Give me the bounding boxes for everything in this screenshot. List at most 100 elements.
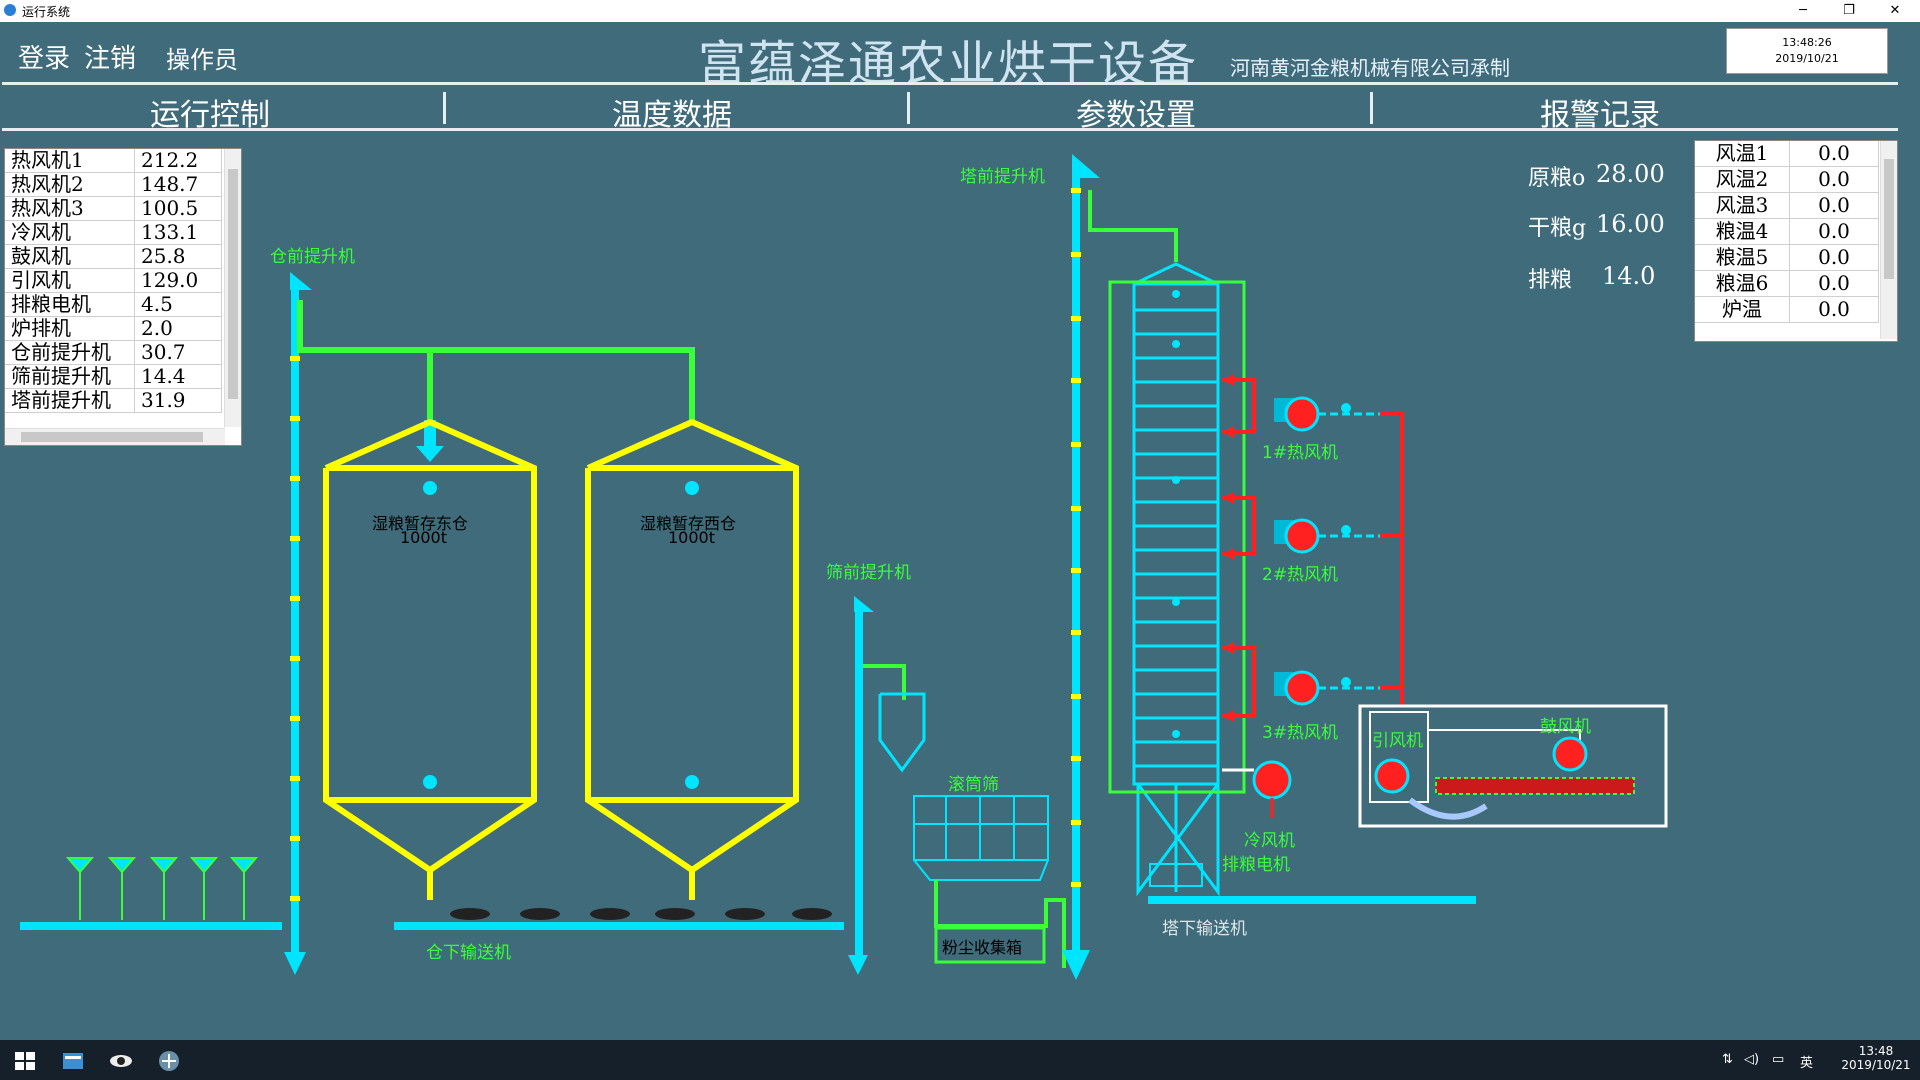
under-tower-conveyor[interactable] [1148, 896, 1476, 904]
vertical-scrollbar[interactable] [224, 149, 241, 427]
horizontal-scrollbar[interactable] [5, 428, 225, 445]
taskbar: ⇅ ◁) ▭ 英 13:48 2019/10/21 [0, 1040, 1920, 1080]
under-tower-conveyor-label: 塔下输送机 [1162, 919, 1247, 939]
fan2-label: 2#热风机 [1262, 565, 1339, 585]
close-button[interactable]: ✕ [1889, 3, 1901, 18]
windows-start-icon[interactable] [12, 1048, 38, 1074]
tray-date: 2019/10/21 [1841, 1058, 1911, 1072]
drum-screen[interactable] [913, 795, 1049, 881]
dust-collection-box[interactable] [934, 926, 1046, 964]
nav-separator [1370, 92, 1373, 124]
login-button[interactable]: 登录 [18, 44, 71, 74]
screen-outlet-pipe [934, 880, 1066, 968]
discharge-label: 排粮 [1528, 268, 1573, 293]
under-bin-conveyor[interactable] [394, 922, 844, 930]
minimize-button[interactable]: ─ [1799, 3, 1807, 18]
motor-name: 鼓风机 [5, 244, 135, 269]
dryer-tower[interactable] [1132, 262, 1220, 897]
east-bin-label: 湿粮暂存东仓 [372, 514, 469, 533]
tray-time: 13:48 [1858, 1044, 1894, 1058]
intake-conveyor[interactable] [20, 922, 282, 930]
motor-current: 133.1 [134, 220, 222, 245]
eye-icon[interactable] [108, 1048, 134, 1074]
temp-name: 粮温6 [1695, 270, 1790, 297]
hot-air-fan-2[interactable] [1274, 518, 1380, 554]
dry-grain-label: 干粮 [1528, 216, 1573, 241]
temp-value: 0.0 [1789, 296, 1879, 323]
hot-air-fan-3[interactable] [1274, 670, 1380, 706]
tray-clock[interactable]: 13:48 2019/10/21 [1836, 1044, 1916, 1072]
screen-feed-pipe [863, 664, 906, 700]
screen-elevator[interactable] [848, 596, 874, 975]
header [0, 22, 1920, 82]
tower-elevator[interactable] [1062, 154, 1100, 980]
scroll-thumb[interactable] [21, 432, 203, 442]
tray-volume-icon[interactable]: ◁) [1744, 1052, 1760, 1067]
tab-temperature-data[interactable]: 温度数据 [612, 98, 732, 133]
process-diagram [20, 154, 1668, 980]
temp-name: 风温3 [1695, 192, 1790, 219]
clock-date: 2019/10/21 [1775, 52, 1839, 65]
tray-network-icon[interactable]: ⇅ [1722, 1052, 1733, 1067]
grain-piles [450, 908, 832, 920]
east-bin[interactable] [323, 418, 537, 900]
tray-message-icon[interactable]: ▭ [1772, 1052, 1785, 1067]
bin-feed-pipe [297, 300, 695, 420]
app-window-icon[interactable] [60, 1048, 86, 1074]
temp-name: 粮温5 [1695, 244, 1790, 271]
nav-separator [907, 92, 910, 124]
discharge-readout: 排粮 14.0 [1528, 262, 1655, 294]
west-bin-capacity: 1000t [668, 528, 715, 547]
logout-button[interactable]: 注销 [84, 44, 137, 74]
motor-name: 仓前提升机 [5, 340, 135, 365]
east-bin-capacity: 1000t [400, 528, 447, 547]
feed-arrow-icon [416, 420, 444, 462]
under-bin-conveyor-label: 仓下输送机 [426, 943, 511, 963]
scroll-thumb[interactable] [228, 169, 238, 399]
motor-current: 100.5 [134, 196, 222, 221]
discharge-motor[interactable] [1149, 863, 1203, 887]
vertical-scrollbar[interactable] [1880, 141, 1897, 339]
discharge-value: 14.0 [1602, 262, 1656, 290]
motor-current: 148.7 [134, 172, 222, 197]
temp-value: 0.0 [1789, 166, 1879, 193]
dry-grain-readout: 干粮g 16.00 [1528, 210, 1665, 242]
motor-name: 冷风机 [5, 220, 135, 245]
hot-air-fan-1[interactable] [1274, 396, 1380, 432]
cold-air-fan[interactable] [1222, 760, 1292, 818]
temp-value: 0.0 [1789, 244, 1879, 271]
raw-grain-label: 原粮 [1528, 166, 1573, 191]
motor-current: 2.0 [134, 316, 222, 341]
raw-grain-readout: 原粮o 28.00 [1528, 160, 1665, 192]
tab-parameter-settings[interactable]: 参数设置 [1076, 98, 1196, 133]
runtime-app-icon[interactable] [156, 1048, 182, 1074]
operator-label: 操作员 [166, 46, 238, 74]
hot-air-ducts [1222, 378, 1404, 718]
temp-name: 炉温 [1695, 296, 1790, 323]
scroll-thumb[interactable] [1884, 159, 1894, 279]
intake-hoppers [65, 857, 259, 920]
header-divider [2, 82, 1898, 85]
restore-button[interactable]: ❐ [1843, 3, 1855, 18]
warehouse-elevator[interactable] [284, 272, 312, 975]
dry-grain-unit: g [1572, 216, 1587, 241]
furnace-panel[interactable] [1358, 704, 1668, 828]
motor-current: 25.8 [134, 244, 222, 269]
west-bin[interactable] [585, 418, 799, 900]
clock-display: 13:48:26 2019/10/21 [1726, 28, 1888, 74]
tab-run-control[interactable]: 运行控制 [150, 98, 270, 133]
tab-alarm-records[interactable]: 报警记录 [1540, 98, 1660, 133]
raw-grain-unit: o [1572, 166, 1586, 191]
motor-current: 30.7 [134, 340, 222, 365]
induced-fan-label: 引风机 [1372, 731, 1423, 751]
fan1-label: 1#热风机 [1262, 443, 1339, 463]
tray-ime-indicator[interactable]: 英 [1800, 1056, 1814, 1071]
